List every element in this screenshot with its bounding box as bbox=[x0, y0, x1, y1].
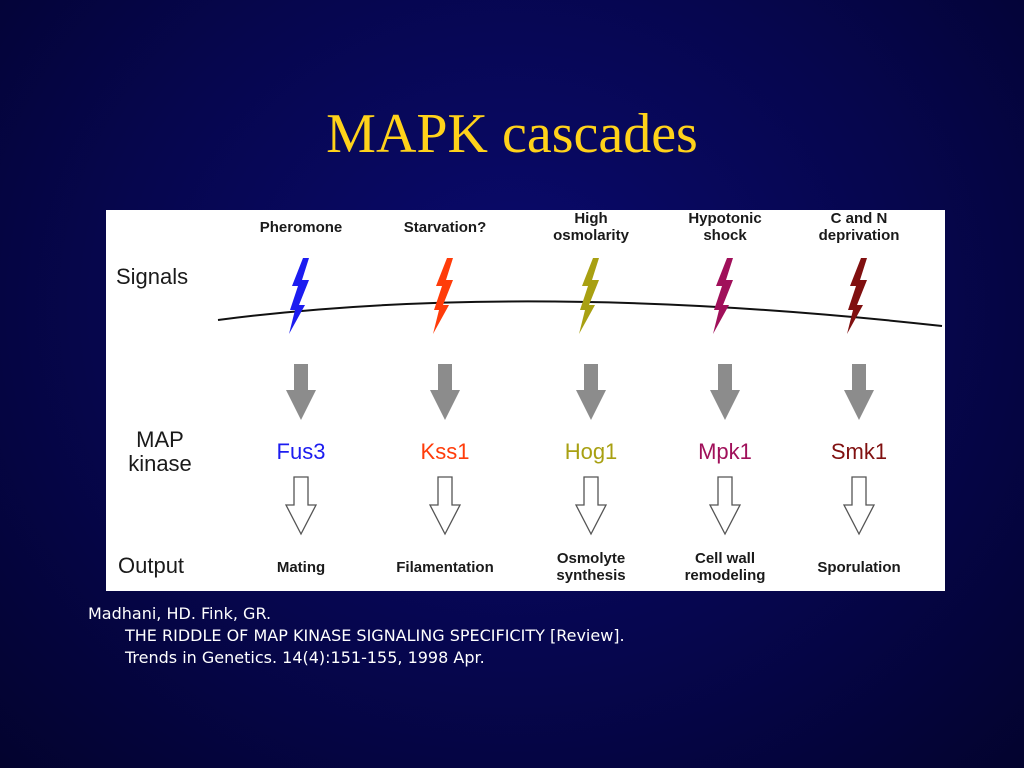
output-label-line1: Filamentation bbox=[396, 559, 494, 576]
output-arrow-icon bbox=[284, 476, 318, 536]
signal-label-line2: deprivation bbox=[818, 227, 900, 244]
output-label: Filamentation bbox=[375, 559, 515, 576]
kinase-name: Mpk1 bbox=[698, 439, 752, 464]
kinase-name: Kss1 bbox=[420, 439, 470, 464]
activation-arrow-icon bbox=[576, 364, 606, 420]
signal-label-line1: Starvation? bbox=[403, 219, 487, 236]
slide-title: MAPK cascades bbox=[326, 103, 698, 165]
output-arrow-icon bbox=[574, 476, 608, 536]
output-label-line2: synthesis bbox=[556, 567, 626, 584]
row-label-kinase: kinase bbox=[128, 451, 192, 476]
citation: Madhani, HD. Fink, GR. THE RIDDLE OF MAP… bbox=[88, 603, 625, 669]
kinase-name: Fus3 bbox=[276, 439, 326, 464]
output-label-line2: remodeling bbox=[684, 567, 766, 584]
output-label-line1: Cell wall bbox=[694, 550, 756, 567]
output-label: Sporulation bbox=[789, 559, 929, 576]
row-label-output: Output bbox=[118, 553, 185, 578]
row-label-signals: Signals bbox=[116, 264, 189, 289]
signal-bolt-icon bbox=[713, 258, 733, 334]
output-arrow-icon bbox=[842, 476, 876, 536]
activation-arrow-icon bbox=[844, 364, 874, 420]
signal-label-line2: shock bbox=[703, 227, 747, 244]
signal-label-line1: C and N bbox=[830, 210, 888, 227]
citation-title: THE RIDDLE OF MAP KINASE SIGNALING SPECI… bbox=[125, 626, 625, 645]
row-label-map: MAP bbox=[136, 427, 184, 452]
signal-label-line1: Pheromone bbox=[259, 219, 343, 236]
output-arrow-icon bbox=[708, 476, 742, 536]
kinase-name: Smk1 bbox=[830, 439, 888, 464]
cell-membrane bbox=[217, 300, 943, 327]
signal-label-line1: Hypotonic bbox=[688, 210, 762, 227]
signal-label-line2: osmolarity bbox=[553, 227, 629, 244]
activation-arrow-icon bbox=[710, 364, 740, 420]
citation-journal: Trends in Genetics. 14(4):151-155, 1998 … bbox=[125, 648, 485, 667]
signal-bolt-icon bbox=[847, 258, 867, 334]
kinase-name: Hog1 bbox=[564, 439, 618, 464]
citation-authors: Madhani, HD. Fink, GR. bbox=[88, 604, 272, 623]
row-label-map-kinase: MAP kinase bbox=[120, 428, 200, 476]
signal-bolt-icon bbox=[289, 258, 309, 334]
diagram-graphics bbox=[217, 258, 943, 536]
activation-arrow-icon bbox=[430, 364, 460, 420]
signal-bolt-icon bbox=[433, 258, 453, 334]
output-arrow-icon bbox=[428, 476, 462, 536]
output-label-line1: Mating bbox=[276, 559, 326, 576]
activation-arrow-icon bbox=[286, 364, 316, 420]
output-label-line1: Osmolyte bbox=[556, 550, 626, 567]
signal-label: Pheromone bbox=[231, 219, 371, 236]
output-label-line1: Sporulation bbox=[817, 559, 901, 576]
output-label: Mating bbox=[231, 559, 371, 576]
signal-label: Starvation? bbox=[375, 219, 515, 236]
signal-bolt-icon bbox=[579, 258, 599, 334]
signal-label-line1: High bbox=[574, 210, 608, 227]
